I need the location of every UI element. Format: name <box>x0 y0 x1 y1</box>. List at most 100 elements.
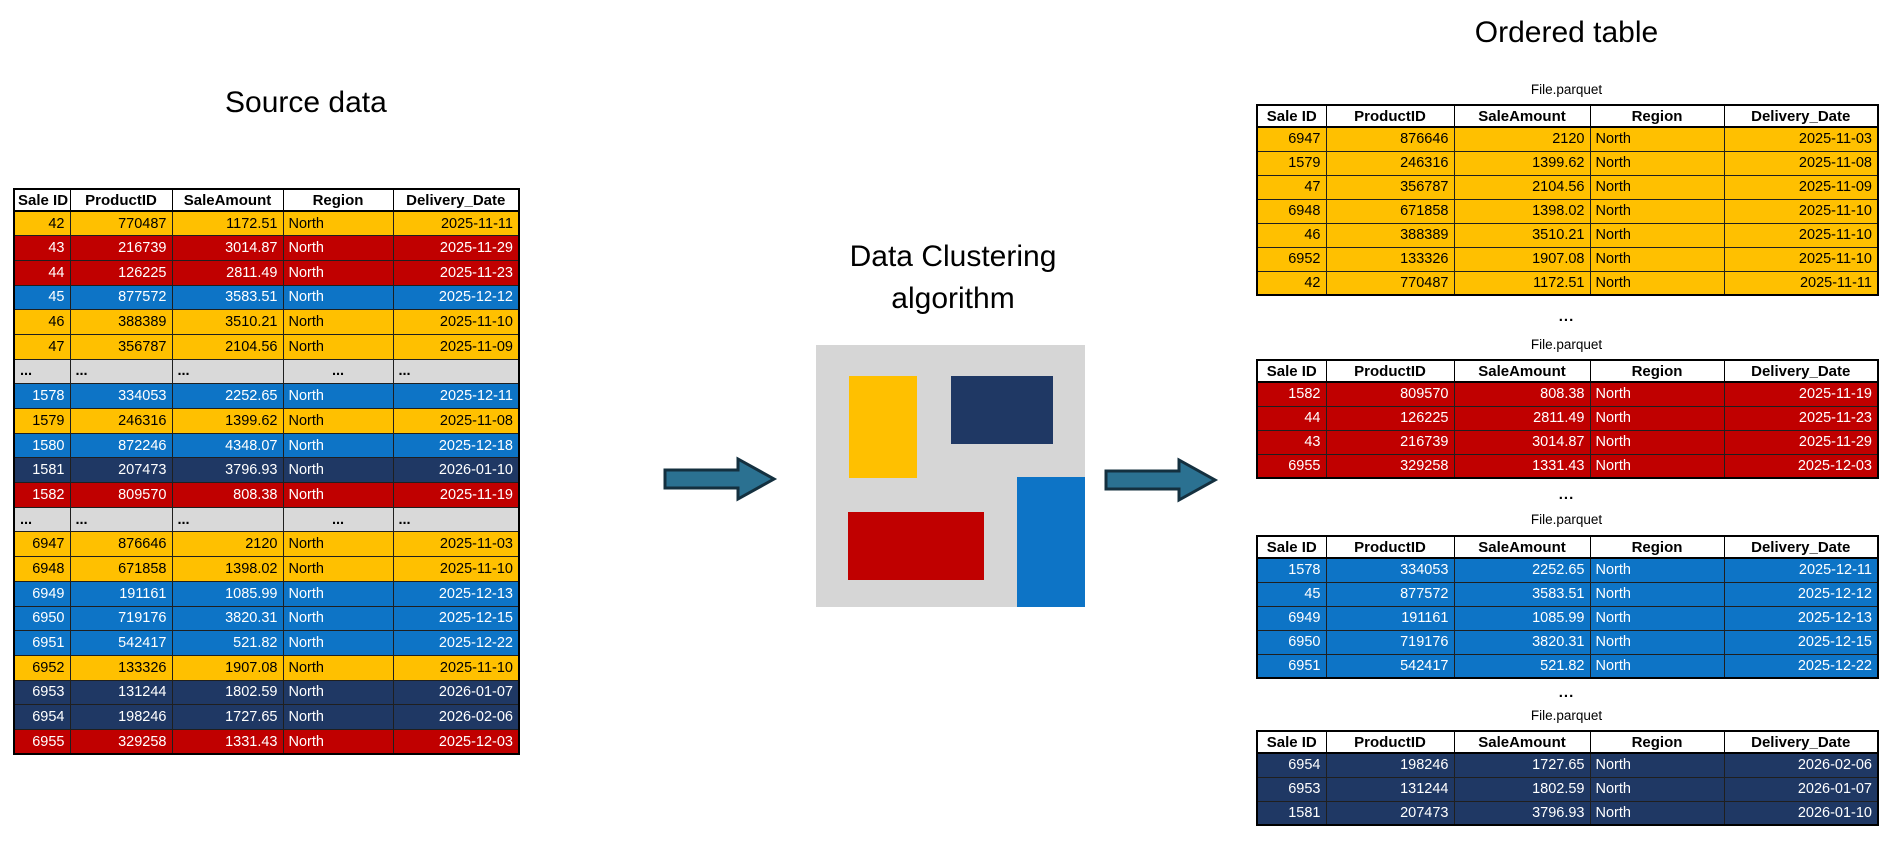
table-cell: North <box>282 235 394 261</box>
table-cell: 1172.51 <box>1453 270 1591 296</box>
table-cell: ... <box>392 506 520 533</box>
table-cell: 1172.51 <box>171 210 284 237</box>
table-cell: 2811.49 <box>171 259 284 286</box>
table-cell: North <box>1589 557 1725 583</box>
ellipsis-separator-3: ... <box>1558 684 1575 701</box>
table-cell: 719176 <box>69 605 173 632</box>
table-cell: 1579 <box>1256 150 1327 176</box>
table-cell: North <box>1589 429 1725 455</box>
table-cell: ... <box>13 358 71 385</box>
table-cell: North <box>282 704 394 730</box>
table-cell: 719176 <box>1325 629 1455 655</box>
table-cell: 1727.65 <box>171 704 284 730</box>
table-cell: ... <box>69 358 173 385</box>
table-cell: 216739 <box>69 235 173 261</box>
table-cell: 3510.21 <box>171 309 284 335</box>
column-header: Sale ID <box>1256 104 1327 128</box>
column-header: Region <box>1589 104 1725 128</box>
table-cell: 6951 <box>1256 653 1327 679</box>
table-cell: 521.82 <box>171 630 284 656</box>
table-cell: North <box>282 654 394 681</box>
table-cell: 6949 <box>13 580 71 607</box>
table-cell: ... <box>282 506 394 533</box>
table-cell: 2025-11-11 <box>1723 270 1879 296</box>
table-cell: ... <box>69 506 173 533</box>
table-cell: 246316 <box>1325 150 1455 176</box>
table-cell: 2120 <box>171 531 284 558</box>
algorithm-title-line2: algorithm <box>891 282 1015 315</box>
table-cell: North <box>282 679 394 706</box>
table-cell: North <box>1589 405 1725 431</box>
column-header: Sale ID <box>1256 359 1327 383</box>
table-cell: 198246 <box>69 704 173 730</box>
table-cell: 191161 <box>69 580 173 607</box>
table-cell: North <box>282 556 394 582</box>
table-cell: 388389 <box>1325 222 1455 248</box>
table-cell: 809570 <box>1325 381 1455 407</box>
column-header: Delivery_Date <box>1723 104 1879 128</box>
table-cell: 6950 <box>13 605 71 632</box>
table-cell: 329258 <box>69 728 173 755</box>
column-header: Sale ID <box>1256 535 1327 559</box>
table-cell: 2252.65 <box>1453 557 1591 583</box>
table-cell: 1802.59 <box>171 679 284 706</box>
table-cell: 6947 <box>13 531 71 558</box>
table-cell: 521.82 <box>1453 653 1591 679</box>
table-cell: 872246 <box>69 432 173 459</box>
table-cell: North <box>1589 150 1725 176</box>
column-header: Region <box>1589 730 1725 754</box>
table-cell: 2025-12-22 <box>392 630 520 656</box>
column-header: ProductID <box>69 188 173 212</box>
table-cell: 126225 <box>1325 405 1455 431</box>
table-cell: North <box>282 728 394 755</box>
table-cell: 1085.99 <box>171 580 284 607</box>
table-cell: 47 <box>1256 174 1327 200</box>
table-cell: 6954 <box>13 704 71 730</box>
table-cell: North <box>1589 381 1725 407</box>
table-cell: 1727.65 <box>1453 752 1591 778</box>
cluster-block-blue <box>1017 477 1085 607</box>
table-cell: 329258 <box>1325 453 1455 479</box>
table-cell: 44 <box>1256 405 1327 431</box>
table-cell: 1582 <box>13 482 71 508</box>
ellipsis-separator-2: ... <box>1558 486 1575 503</box>
parquet-file-label-3: File.parquet <box>1530 512 1603 527</box>
table-cell: 2025-11-19 <box>392 482 520 508</box>
table-cell: 6952 <box>1256 246 1327 272</box>
table-cell: 2025-12-03 <box>1723 453 1879 479</box>
table-cell: 3014.87 <box>1453 429 1591 455</box>
ellipsis-separator-1: ... <box>1558 308 1575 325</box>
table-cell: 3014.87 <box>171 235 284 261</box>
table-cell: 207473 <box>1325 800 1455 826</box>
table-cell: ... <box>171 358 284 385</box>
table-cell: 2026-01-07 <box>392 679 520 706</box>
table-cell: North <box>282 580 394 607</box>
table-cell: 46 <box>1256 222 1327 248</box>
table-cell: 1399.62 <box>171 408 284 434</box>
table-cell: 2025-11-11 <box>392 210 520 237</box>
table-cell: North <box>282 605 394 632</box>
table-cell: 6953 <box>1256 776 1327 802</box>
table-cell: 2025-12-22 <box>1723 653 1879 679</box>
table-cell: 2104.56 <box>1453 174 1591 200</box>
algorithm-title: Data Clustering algorithm <box>790 236 1116 320</box>
column-header: Sale ID <box>13 188 71 212</box>
table-cell: 2025-11-09 <box>1723 174 1879 200</box>
table-cell: 809570 <box>69 482 173 508</box>
